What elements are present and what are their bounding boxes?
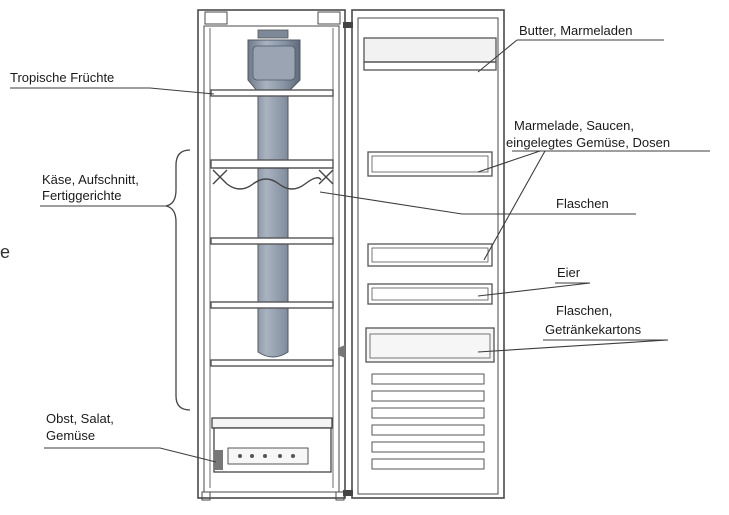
shelves — [210, 89, 334, 367]
shelf-2 — [210, 159, 334, 169]
door-bin-1 — [367, 151, 493, 177]
label-flaschen: Flaschen — [556, 196, 609, 211]
label-eier: Eier — [557, 265, 581, 280]
label-tropische-fruechte: Tropische Früchte — [10, 70, 115, 85]
shelf-brace — [165, 149, 191, 411]
label-flaschen2-line-2: Getränkekartons — [545, 322, 642, 337]
shelf-5 — [210, 359, 334, 367]
bottle-bin — [365, 327, 495, 363]
door-bin-2 — [367, 243, 493, 267]
butter-compartment — [363, 37, 497, 63]
label-kaese-line-1: Käse, Aufschnitt, — [42, 172, 139, 187]
fridge-body — [197, 9, 346, 501]
shelf-1 — [210, 89, 334, 97]
leader-eier — [477, 282, 591, 297]
leader-marmelade — [477, 150, 710, 261]
label-obst-line-1: Obst, Salat, — [46, 411, 114, 426]
egg-tray — [367, 283, 493, 305]
label-obst-line-2: Gemüse — [46, 428, 96, 443]
label-marmelade-line-1: Marmelade, Saucen, — [514, 118, 634, 133]
door-compartments — [363, 37, 497, 470]
leader-lines — [10, 39, 710, 463]
edge-text-fragment: e — [0, 242, 11, 262]
leader-flaschen2 — [477, 339, 669, 353]
fridge-door — [338, 9, 505, 499]
label-marmelade-line-2: eingelegtes Gemüse, Dosen — [506, 135, 671, 150]
shelf-4 — [210, 301, 334, 309]
label-butter: Butter, Marmeladen — [519, 23, 633, 38]
label-kaese-line-2: Fertiggerichte — [42, 188, 122, 203]
crisper-drawer — [211, 417, 333, 473]
bottle-rack-icon — [212, 167, 334, 190]
shelf-3 — [210, 237, 334, 245]
leader-obst — [44, 447, 217, 463]
label-flaschen2-line-1: Flaschen, — [556, 303, 613, 318]
leader-tropische — [10, 87, 215, 95]
leader-flaschen — [319, 191, 636, 215]
leader-butter — [477, 39, 664, 73]
